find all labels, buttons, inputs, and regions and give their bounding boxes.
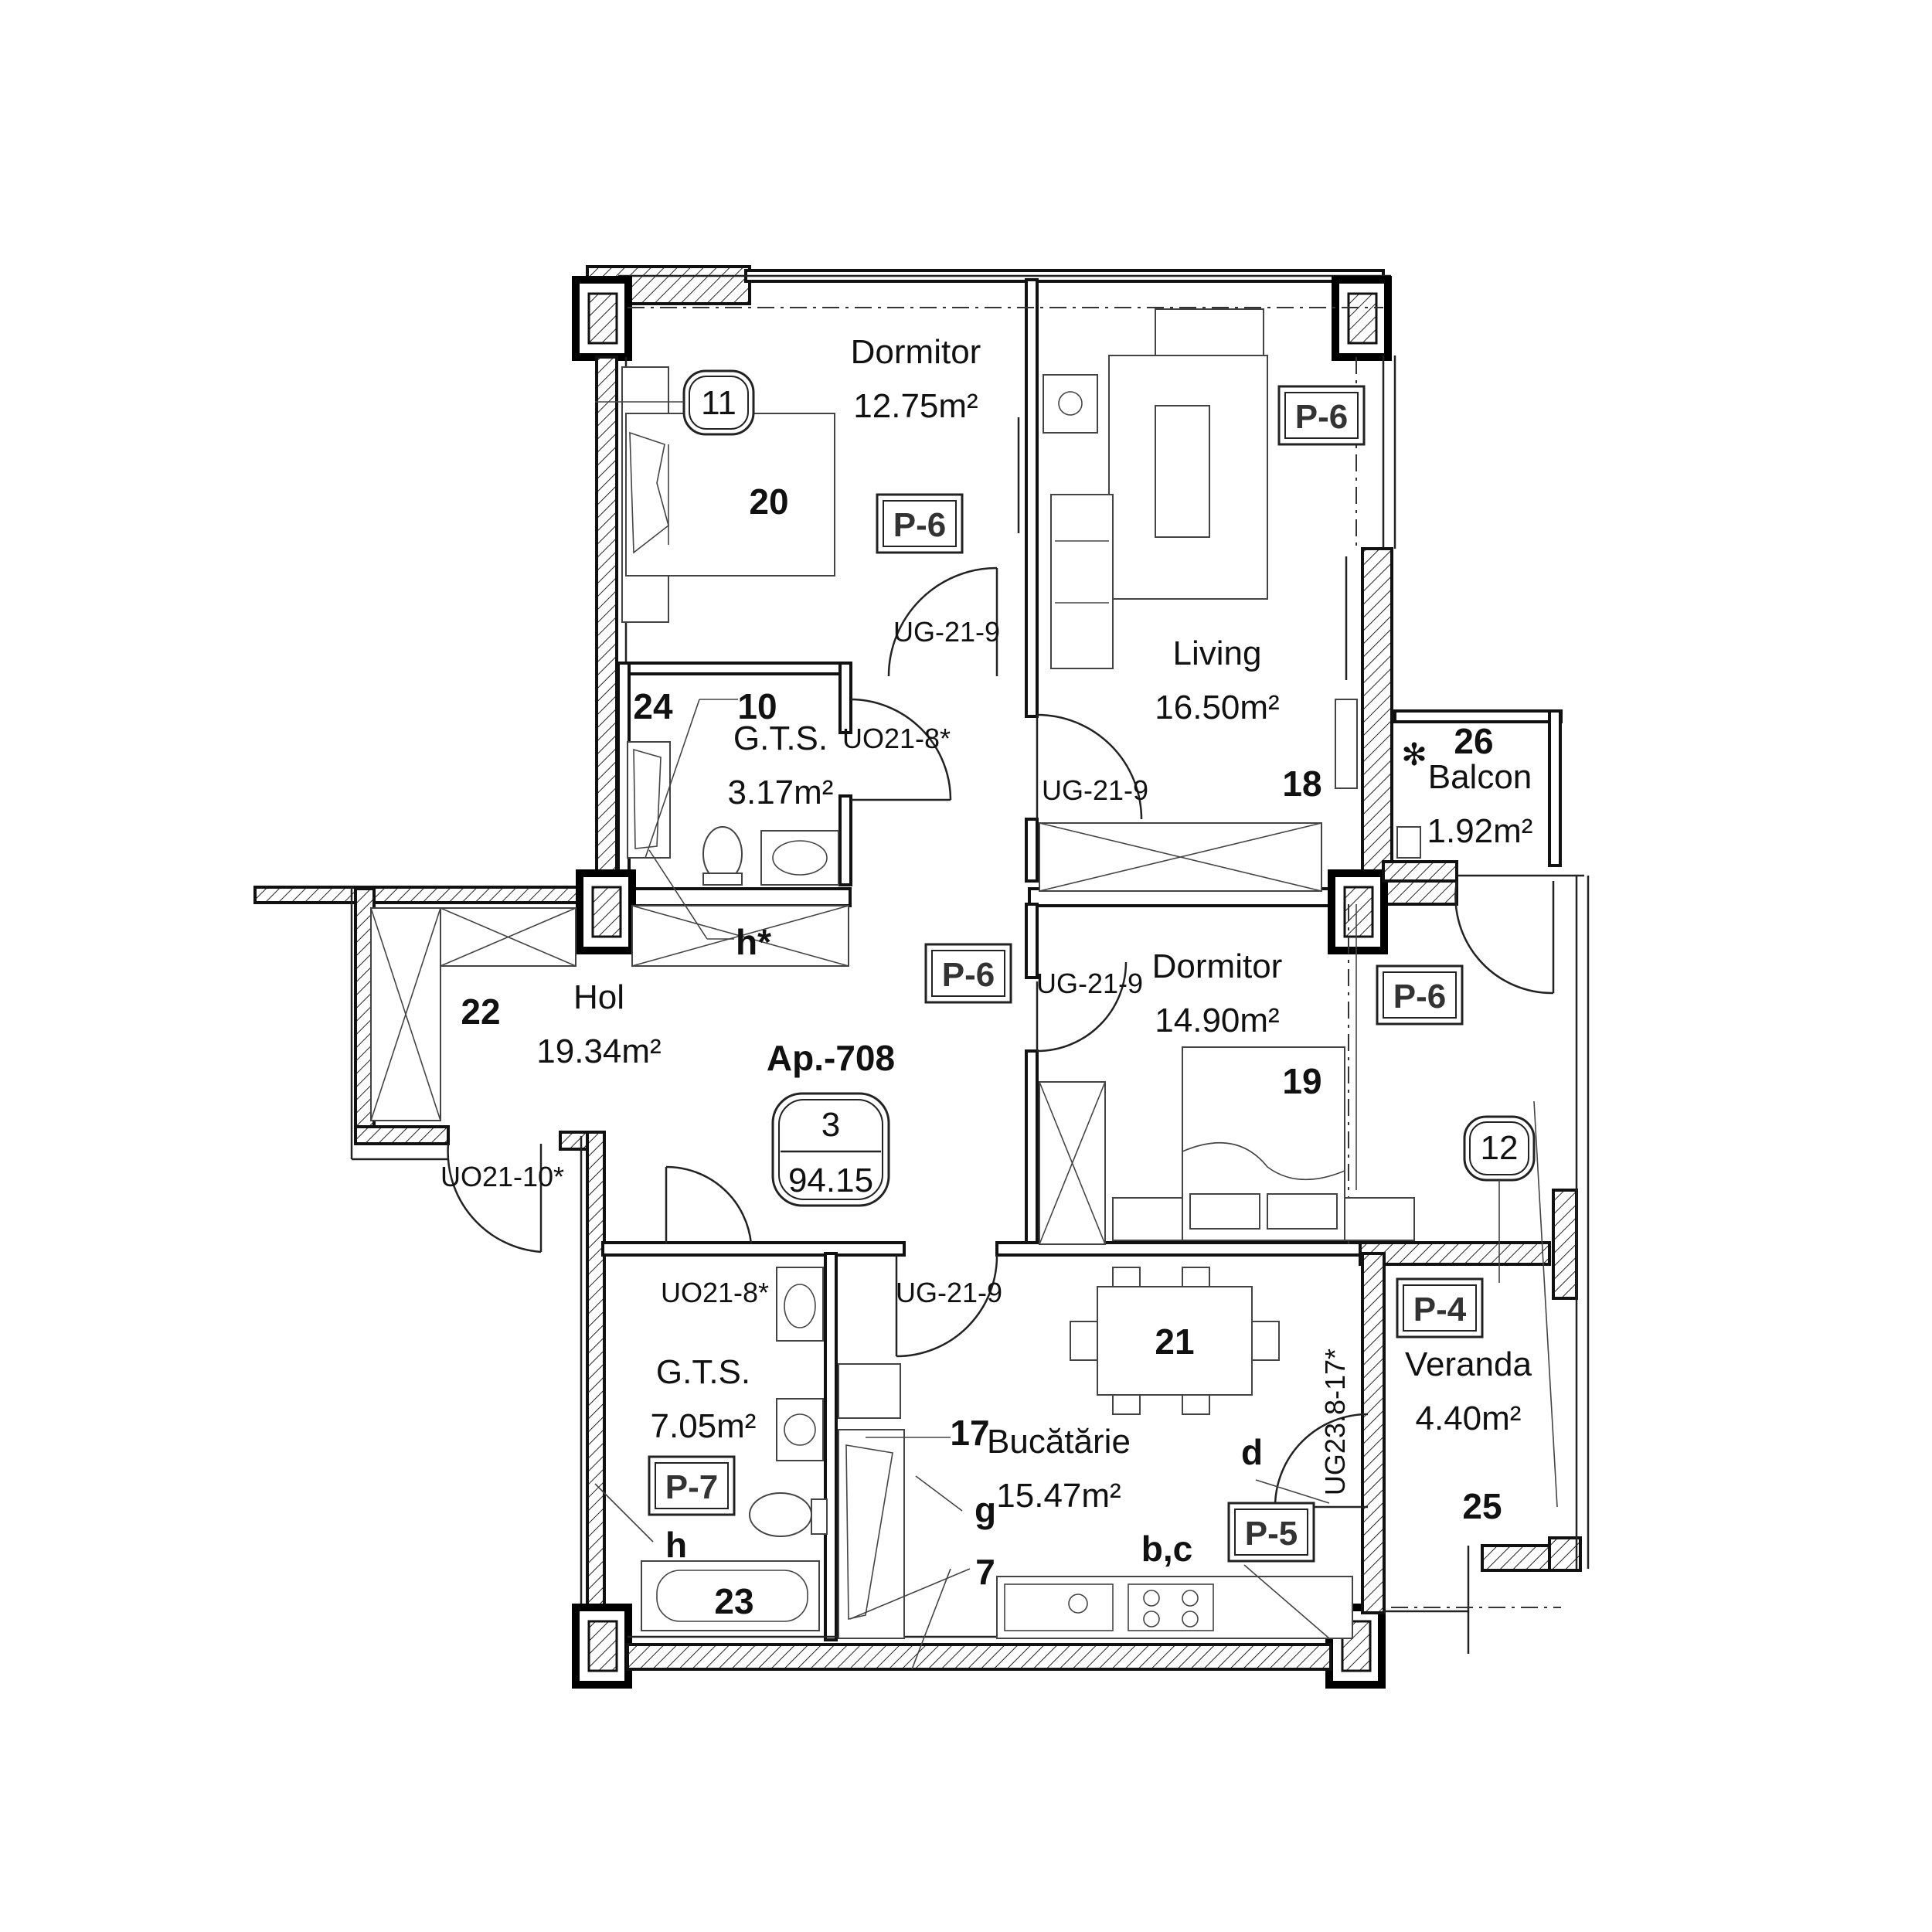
- room-area: 19.34m²: [536, 1032, 661, 1070]
- sink-icon: [1004, 1583, 1114, 1631]
- finish-tag: P-6: [1277, 385, 1366, 446]
- dining-table-icon: [1070, 1267, 1280, 1415]
- door-code: UG-21-9: [1042, 774, 1148, 806]
- room-number: 20: [749, 481, 788, 522]
- furniture: ✻: [370, 308, 1558, 1639]
- finish-tag: P-6: [876, 493, 964, 554]
- room-bucatarie: Bucătărie 15.47m² 21: [987, 1321, 1195, 1515]
- misc-marks: h* h 17 g 7 d b,c: [594, 849, 1330, 1670]
- room-number: 25: [1462, 1486, 1502, 1526]
- door-codes: UG-21-9 UO21-8* UG-21-9 UG-21-9 UO21-10*…: [440, 616, 1351, 1495]
- svg-text:P-6: P-6: [942, 956, 995, 994]
- svg-text:P-6: P-6: [1393, 978, 1446, 1015]
- room-number: 18: [1282, 764, 1321, 804]
- room-number: 24: [633, 686, 673, 726]
- svg-text:P-5: P-5: [1245, 1515, 1298, 1553]
- dashed-lines: [628, 307, 1561, 1608]
- door-code: UO21-8*: [842, 723, 951, 754]
- room-area: 14.90m²: [1155, 1002, 1279, 1039]
- svg-text:P-6: P-6: [893, 506, 946, 544]
- room-dormitor-1: Dormitor 12.75m² 20: [749, 333, 981, 522]
- mark-7: 7: [975, 1552, 995, 1592]
- svg-text:P-7: P-7: [665, 1468, 718, 1506]
- room-area: 16.50m²: [1155, 689, 1279, 726]
- room-area: 7.05m²: [651, 1407, 757, 1445]
- finish-tags: P-6 P-6 P-6 P-6 P-7 P-5: [648, 385, 1484, 1563]
- doors: [447, 566, 1555, 1509]
- mark-b-c: b,c: [1141, 1529, 1192, 1569]
- mark-d: d: [1241, 1432, 1263, 1472]
- room-name: Living: [1173, 634, 1262, 672]
- room-gts-1: G.T.S. 3.17m² 24: [633, 686, 833, 811]
- circled-mark: 10: [737, 686, 777, 726]
- mark-h: h: [665, 1525, 687, 1565]
- finish-tag: P-6: [1376, 964, 1464, 1026]
- sofa-icon: [1050, 308, 1268, 669]
- room-name: Balcon: [1428, 758, 1532, 796]
- finish-tag: P-6: [924, 943, 1012, 1004]
- finish-tag: P-7: [648, 1455, 736, 1516]
- room-number: 22: [461, 992, 500, 1032]
- door-code: UO21-8*: [661, 1277, 769, 1308]
- room-hol: Hol 19.34m² 22: [461, 978, 661, 1070]
- room-area: 12.75m²: [853, 387, 978, 425]
- room-veranda: Veranda 4.40m² 25: [1405, 1345, 1532, 1526]
- cooktop-icon: [1128, 1583, 1214, 1631]
- snowflake-icon: ✻: [1401, 738, 1427, 772]
- bed-icon: [1182, 1046, 1345, 1241]
- room-labels: Dormitor 12.75m² 20 Living 16.50m² 18 G.…: [461, 333, 1532, 1621]
- room-living: Living 16.50m² 18: [1155, 634, 1321, 804]
- room-area: 15.47m²: [996, 1477, 1121, 1515]
- room-area: 4.40m²: [1416, 1400, 1522, 1437]
- room-number: 21: [1155, 1321, 1194, 1362]
- room-name: Dormitor: [851, 333, 981, 371]
- door-code: UG23.8-17*: [1319, 1349, 1351, 1495]
- apartment-label: Ap.-708: [767, 1038, 895, 1078]
- room-balcon: Balcon 1.92m² 26: [1427, 721, 1533, 850]
- room-name: Hol: [573, 978, 624, 1016]
- room-number: 26: [1454, 721, 1493, 761]
- toilet-icon: [749, 1492, 812, 1537]
- mark-h-star: h*: [736, 922, 771, 962]
- mark-g: g: [975, 1490, 996, 1530]
- walls: [253, 265, 1590, 1689]
- finish-tag: P-5: [1227, 1502, 1315, 1563]
- door-code: UG-21-9: [1036, 968, 1143, 999]
- room-area: 1.92m²: [1427, 812, 1533, 850]
- room-name: Dormitor: [1152, 947, 1283, 985]
- door-code: UO21-10*: [440, 1161, 564, 1192]
- room-name: Veranda: [1405, 1345, 1532, 1383]
- rooms-count: 3: [821, 1106, 840, 1144]
- svg-text:P-6: P-6: [1295, 398, 1348, 436]
- room-dormitor-2: Dormitor 14.90m² 19: [1152, 947, 1322, 1101]
- room-number: 23: [714, 1581, 753, 1621]
- room-gts-2: G.T.S. 7.05m² 23: [651, 1353, 757, 1621]
- total-area: 94.15: [788, 1162, 873, 1199]
- room-name: G.T.S.: [656, 1353, 750, 1391]
- room-name: Bucătărie: [987, 1423, 1131, 1461]
- circled-mark: 11: [701, 384, 736, 422]
- door-code: UG-21-9: [896, 1277, 1002, 1308]
- finish-tag: P-4: [1396, 1277, 1484, 1338]
- apartment-tag: Ap.-708 3 94.15: [767, 1038, 895, 1207]
- room-name: G.T.S.: [733, 719, 828, 757]
- room-number: 19: [1282, 1061, 1321, 1101]
- circled-mark: 12: [1481, 1129, 1519, 1167]
- mark-17: 17: [950, 1413, 989, 1453]
- circled-marks: 11 10 12: [595, 369, 1536, 1283]
- door-code: UG-21-9: [893, 616, 1000, 648]
- room-area: 3.17m²: [728, 774, 834, 811]
- bathtub-icon: [641, 1560, 820, 1631]
- stove-icon: [1043, 374, 1098, 434]
- svg-text:P-4: P-4: [1413, 1291, 1467, 1328]
